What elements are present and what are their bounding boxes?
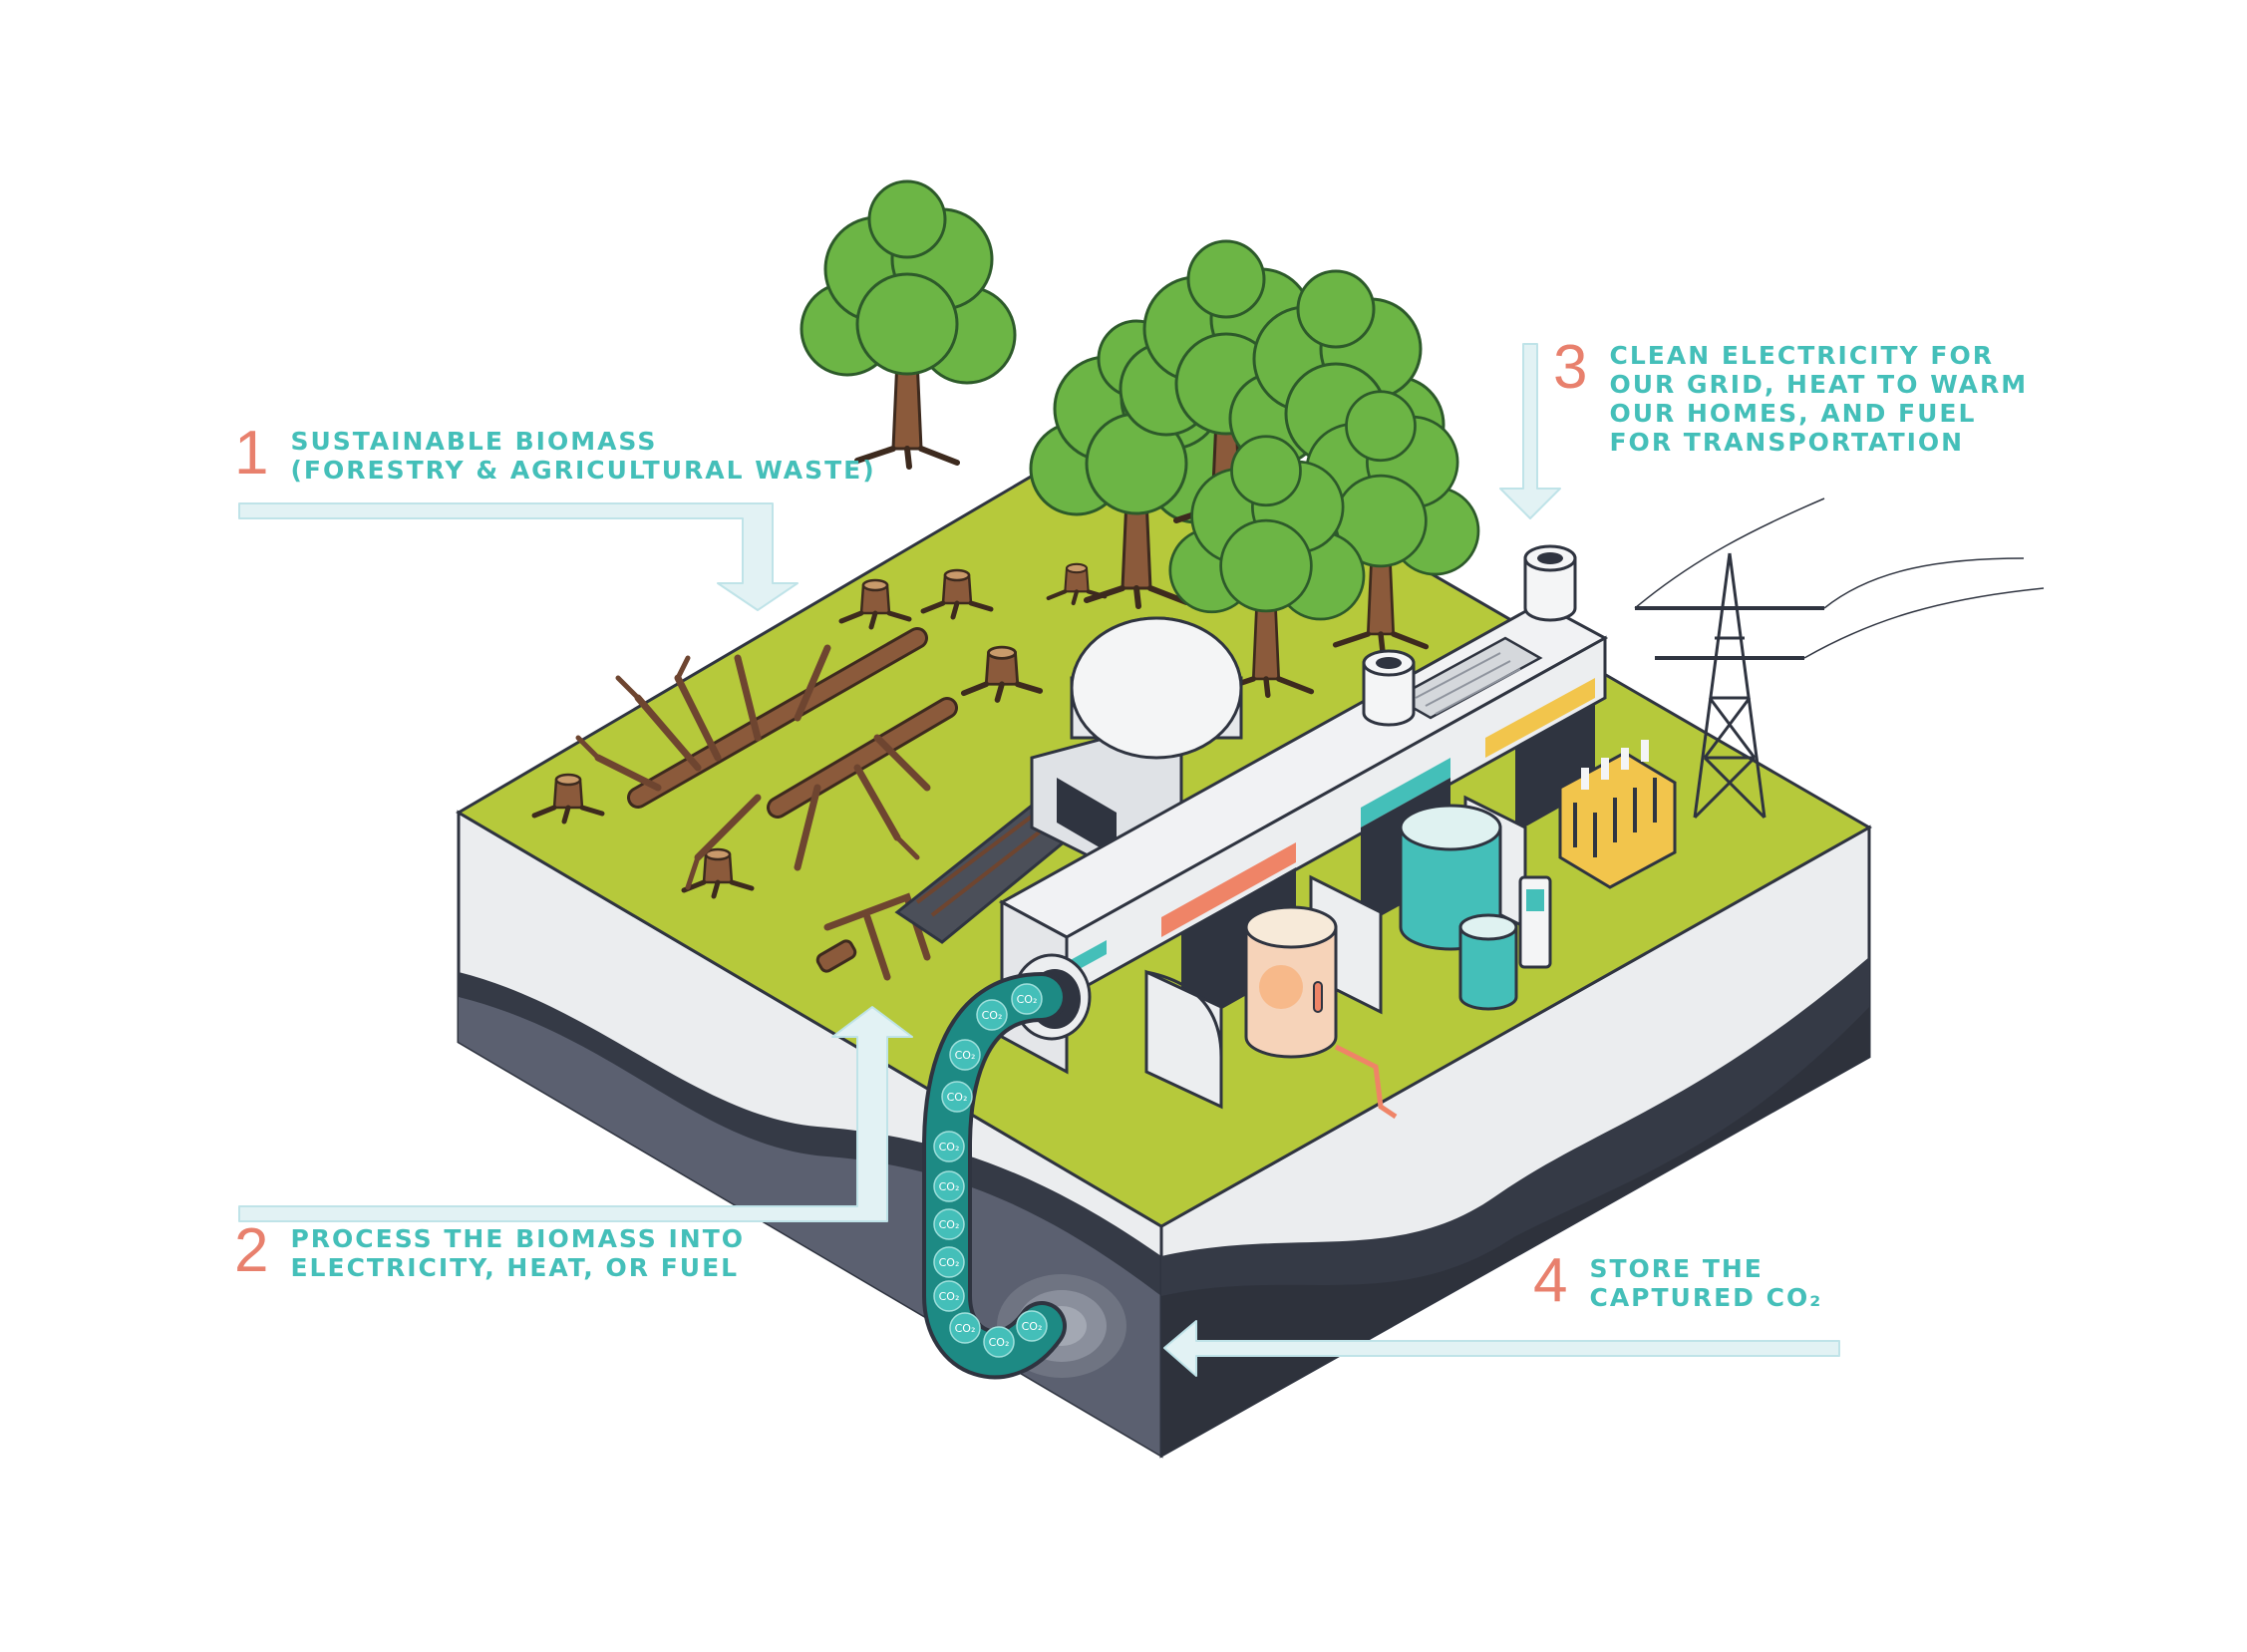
forestry-waste xyxy=(534,564,1105,981)
arrow-3 xyxy=(1499,343,1561,519)
co2-molecule-label: CO₂ xyxy=(1017,993,1038,1006)
callout-line: OUR HOMES, AND FUEL xyxy=(1609,399,1977,428)
co2-molecule-label: CO₂ xyxy=(939,1290,960,1303)
callout-4-store-co2: 4 STORE THE CAPTURED CO₂ xyxy=(1533,1250,1823,1313)
callout-line: OUR GRID, HEAT TO WARM xyxy=(1609,370,2029,399)
step-number: 4 xyxy=(1533,1246,1568,1315)
co2-molecule-label: CO₂ xyxy=(989,1336,1010,1349)
callout-line: (FORESTRY & AGRICULTURAL WASTE) xyxy=(290,456,876,485)
callout-line: STORE THE xyxy=(1589,1254,1764,1283)
co2-molecule-label: CO₂ xyxy=(1022,1320,1043,1333)
callout-line: CLEAN ELECTRICITY FOR xyxy=(1609,341,1994,370)
callout-2-process-biomass: 2 PROCESS THE BIOMASS INTO ELECTRICITY, … xyxy=(234,1220,746,1283)
co2-molecule-label: CO₂ xyxy=(939,1141,960,1154)
co2-molecule xyxy=(933,1280,965,1312)
callout-line: CAPTURED CO₂ xyxy=(1589,1283,1823,1312)
co2-molecules: CO₂ CO₂ CO₂ CO₂ CO₂ CO₂ CO₂ CO₂ CO₂ CO₂ CO₂ CO₂ xyxy=(933,983,1048,1358)
callout-line: FOR TRANSPORTATION xyxy=(1609,428,1965,457)
output-equipment xyxy=(1244,804,1552,1120)
step-number: 3 xyxy=(1553,333,1588,402)
co2-molecule-label: CO₂ xyxy=(939,1180,960,1193)
co2-molecule-label: CO₂ xyxy=(955,1322,976,1335)
power-grid-connection xyxy=(1558,497,2045,889)
co2-molecule xyxy=(941,1081,973,1113)
callout-1-sustainable-biomass: 1 SUSTAINABLE BIOMASS (FORESTRY & AGRICU… xyxy=(234,423,876,486)
co2-capture-pipe: CO₂ CO₂ CO₂ CO₂ CO₂ CO₂ CO₂ CO₂ CO₂ CO₂ CO₂ CO₂ xyxy=(922,972,1067,1380)
co2-molecule xyxy=(933,1208,965,1240)
step-number: 1 xyxy=(234,419,269,488)
co2-molecule-label: CO₂ xyxy=(955,1049,976,1062)
callout-3-clean-energy: 3 CLEAN ELECTRICITY FOR OUR GRID, HEAT T… xyxy=(1553,337,2029,458)
co2-molecule xyxy=(1011,983,1043,1015)
co2-molecule xyxy=(933,1131,965,1162)
co2-molecule xyxy=(949,1312,981,1344)
co2-molecule xyxy=(933,1170,965,1202)
co2-molecule-label: CO₂ xyxy=(939,1218,960,1231)
co2-molecule xyxy=(983,1326,1015,1358)
arrow-4 xyxy=(1163,1320,1840,1377)
step-number: 2 xyxy=(234,1216,269,1285)
co2-molecule xyxy=(949,1039,981,1071)
callout-arrows xyxy=(238,343,1840,1377)
co2-molecule-label: CO₂ xyxy=(947,1091,968,1104)
co2-molecule xyxy=(1016,1310,1048,1342)
co2-molecule-label: CO₂ xyxy=(982,1009,1003,1022)
callout-line: ELECTRICITY, HEAT, OR FUEL xyxy=(290,1253,740,1282)
callout-line: SUSTAINABLE BIOMASS xyxy=(290,427,658,456)
arrow-1 xyxy=(238,502,799,611)
arrow-2 xyxy=(238,1006,913,1222)
co2-molecule-label: CO₂ xyxy=(939,1256,960,1269)
co2-molecule xyxy=(976,999,1008,1031)
callout-line: PROCESS THE BIOMASS INTO xyxy=(290,1224,746,1253)
co2-molecule xyxy=(933,1246,965,1278)
